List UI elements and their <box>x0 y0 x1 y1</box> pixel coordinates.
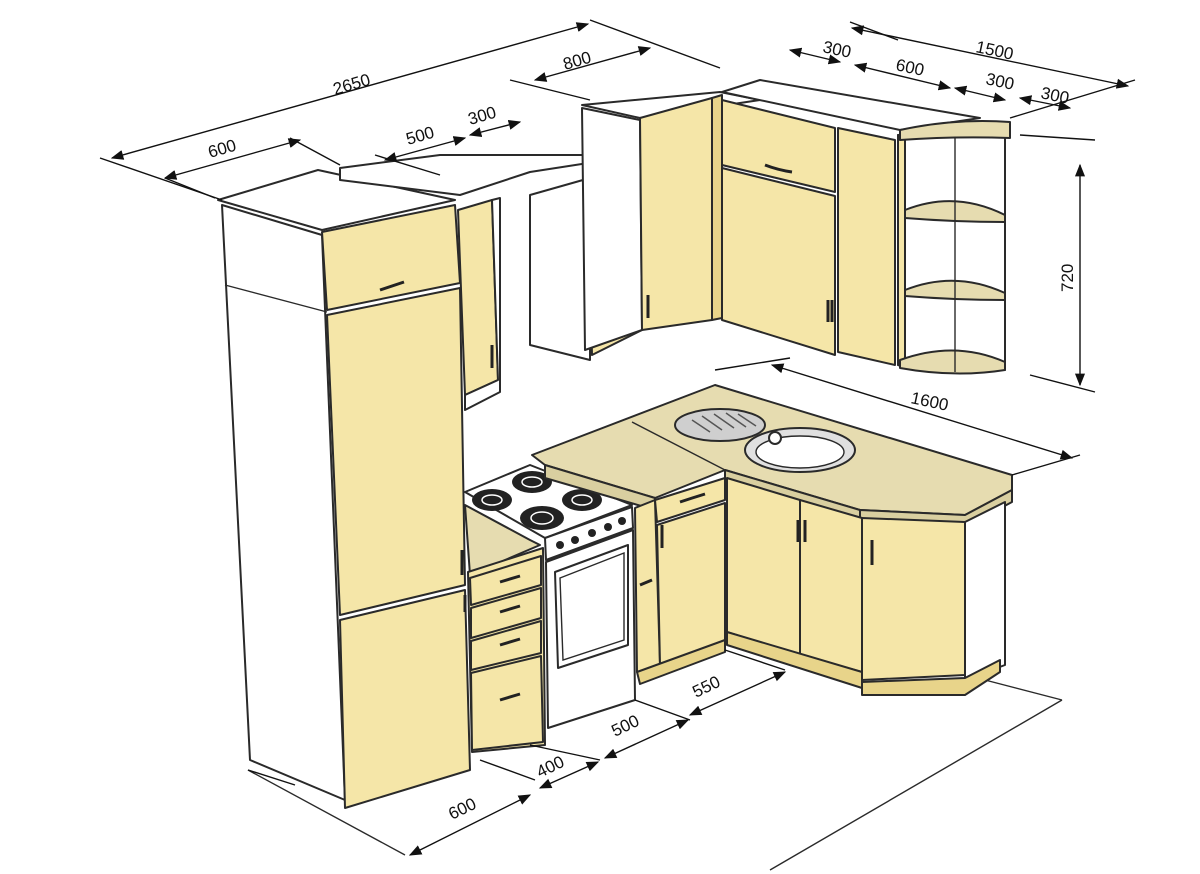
dim-line-500-bottom <box>603 719 690 759</box>
drawer-2 <box>470 587 542 639</box>
dim-line-600-top <box>163 138 302 180</box>
plinth-left <box>636 639 726 685</box>
dim-line-1600 <box>770 363 1074 460</box>
dim-label-400: 400 <box>533 752 567 782</box>
shelf-side <box>897 134 906 369</box>
knob-icon <box>556 517 626 549</box>
burner-icon <box>472 471 602 530</box>
dim-line-550 <box>688 671 787 716</box>
stove-top <box>464 464 633 539</box>
upper-narrow-side <box>464 197 501 411</box>
handle-icon <box>639 578 653 587</box>
handle-icon <box>499 574 521 584</box>
lower-door-under-drawer <box>656 502 726 666</box>
dim-label-300-r2: 300 <box>984 69 1016 93</box>
sink-drainboard <box>674 408 766 442</box>
stove <box>464 464 636 729</box>
drawer-4 <box>470 655 544 751</box>
lower-right-door-b <box>799 499 863 673</box>
dim-label-500: 500 <box>404 123 437 149</box>
dim-line-1500 <box>850 25 1130 89</box>
dim-label-720: 720 <box>1058 264 1077 292</box>
drawer-3 <box>470 620 542 671</box>
plinth-corner <box>861 659 1001 696</box>
oven-door-window <box>554 544 629 669</box>
upper-lift-door <box>721 99 836 193</box>
upper-right-door-a <box>721 167 836 356</box>
handle-icon <box>499 692 521 702</box>
dim-label-300-left: 300 <box>466 103 499 129</box>
upper-cabinets-right <box>721 79 981 366</box>
upper-corner-door-2 <box>711 94 723 321</box>
dim-label-1600: 1600 <box>909 388 950 414</box>
dim-label-1500: 1500 <box>974 37 1015 63</box>
faucet-icon <box>768 431 782 445</box>
dim-line-800 <box>533 46 652 82</box>
tall-cabinet <box>217 169 471 809</box>
shelf-top <box>899 120 1011 141</box>
lower-cabinets <box>634 477 1006 696</box>
upper-corner-door <box>639 97 713 331</box>
handle-icon <box>499 637 521 647</box>
handle-icon <box>764 163 793 174</box>
lower-corner-door <box>861 517 966 681</box>
dim-line-600-bottom <box>408 794 532 856</box>
upper-right-top <box>721 79 981 131</box>
dim-label-300-r3: 300 <box>1039 83 1071 107</box>
dim-label-500-bottom: 500 <box>608 711 642 741</box>
handle-icon <box>679 492 706 504</box>
dim-label-550: 550 <box>689 672 723 702</box>
corner-open-shelf <box>897 120 1011 375</box>
dim-line-500 <box>383 136 467 162</box>
dim-line-300-r3 <box>1018 95 1072 111</box>
lower-right-door-a <box>726 477 801 656</box>
dim-line-300-r2 <box>953 85 1007 103</box>
dim-line-300-r1 <box>788 47 842 65</box>
upper-right-door-b <box>837 127 896 366</box>
small-counter <box>464 504 541 576</box>
lower-left-drawers <box>464 504 546 753</box>
handle-icon <box>499 604 521 614</box>
dim-label-800: 800 <box>561 48 594 74</box>
dim-line-2650 <box>110 22 590 160</box>
tall-cabinet-top <box>217 169 456 231</box>
dim-label-600-bottom: 600 <box>445 794 479 824</box>
upper-hood-box <box>529 177 591 361</box>
upper-corner-side <box>581 107 643 351</box>
tall-cabinet-front-lower <box>339 589 471 809</box>
dim-label-2650: 2650 <box>331 70 373 99</box>
handle-icon <box>379 280 405 292</box>
dimension-lines <box>99 19 1136 856</box>
lower-corner-side <box>964 501 1006 681</box>
tall-cabinet-front-mid <box>326 287 466 616</box>
shelf-back <box>897 127 1006 371</box>
dim-line-400 <box>538 761 600 789</box>
floor-outline <box>247 679 1063 871</box>
dim-line-300-left <box>468 119 522 138</box>
dim-label-600-top: 600 <box>206 136 239 162</box>
